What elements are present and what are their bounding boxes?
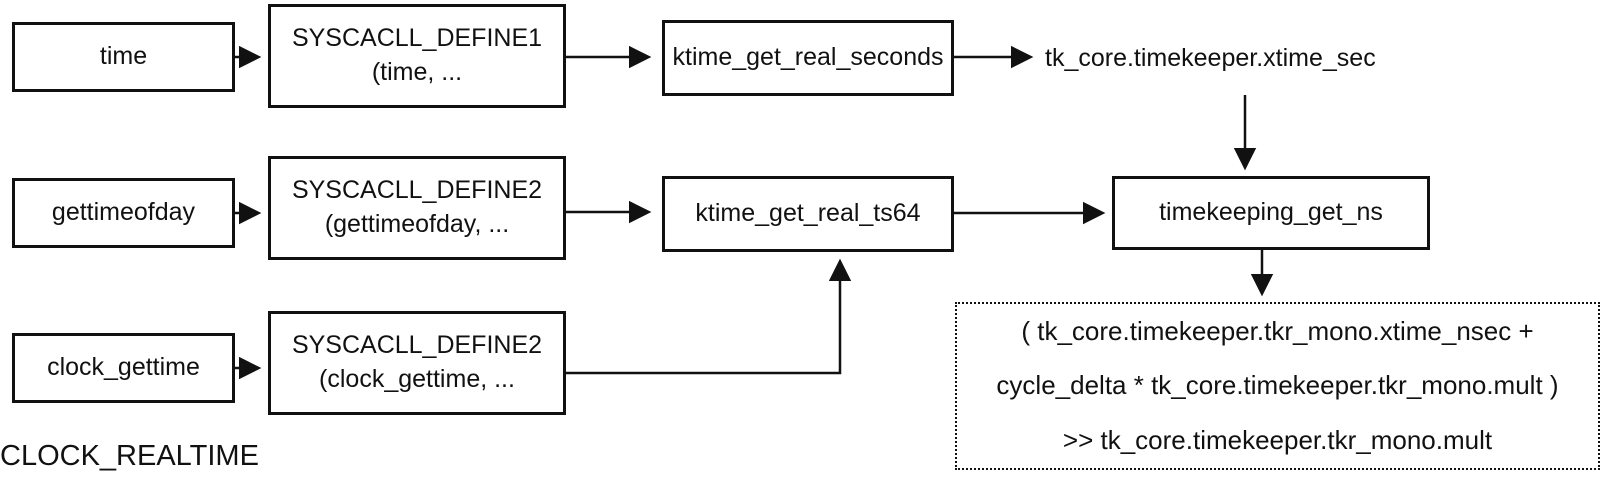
formula-line-3: >> tk_core.timekeeper.tkr_mono.mult	[1062, 424, 1493, 455]
node-ktime-get-real-ts64-label: ktime_get_real_ts64	[695, 199, 921, 228]
node-timekeeping-get-ns-label: timekeeping_get_ns	[1159, 198, 1383, 227]
node-syscall-define1-title: SYSCACLL_DEFINE1	[291, 24, 543, 53]
node-ktime-get-real-ts64: ktime_get_real_ts64	[662, 176, 954, 252]
node-syscall-define2-gettimeofday-args: (gettimeofday, ...	[324, 210, 510, 238]
node-gettimeofday-label: gettimeofday	[51, 198, 196, 227]
node-ktime-get-real-seconds: ktime_get_real_seconds	[662, 20, 954, 96]
node-ktime-get-real-seconds-label: ktime_get_real_seconds	[672, 43, 944, 72]
node-syscall-define2-gettimeofday: SYSCACLL_DEFINE2 (gettimeofday, ...	[268, 156, 566, 260]
node-timekeeping-get-ns: timekeeping_get_ns	[1112, 176, 1430, 250]
node-syscall-define2-clock-gettime: SYSCACLL_DEFINE2 (clock_gettime, ...	[268, 311, 566, 415]
node-syscall-define2-clock-gettime-title: SYSCACLL_DEFINE2	[291, 331, 543, 360]
formula-line-1: ( tk_core.timekeeper.tkr_mono.xtime_nsec…	[1021, 316, 1534, 347]
node-syscall-define2-clock-gettime-args: (clock_gettime, ...	[319, 365, 515, 393]
formula-line-2: cycle_delta * tk_core.timekeeper.tkr_mon…	[996, 370, 1559, 401]
node-clock-gettime: clock_gettime	[12, 333, 235, 403]
node-time: time	[12, 22, 235, 92]
node-syscall-define2-gettimeofday-title: SYSCACLL_DEFINE2	[291, 176, 543, 205]
node-time-label: time	[99, 42, 148, 71]
node-clock-gettime-label: clock_gettime	[47, 353, 200, 382]
node-syscall-define1-args: (time, ...	[371, 58, 463, 86]
label-clock-realtime: CLOCK_REALTIME	[0, 440, 259, 472]
node-syscall-define1-time: SYSCACLL_DEFINE1 (time, ...	[268, 4, 566, 108]
arrow-syscall2b-to-ktime-get-real-ts64	[566, 258, 852, 375]
label-xtime-sec: tk_core.timekeeper.xtime_sec	[1045, 44, 1376, 72]
node-formula: ( tk_core.timekeeper.tkr_mono.xtime_nsec…	[955, 302, 1600, 470]
node-gettimeofday: gettimeofday	[12, 178, 235, 248]
